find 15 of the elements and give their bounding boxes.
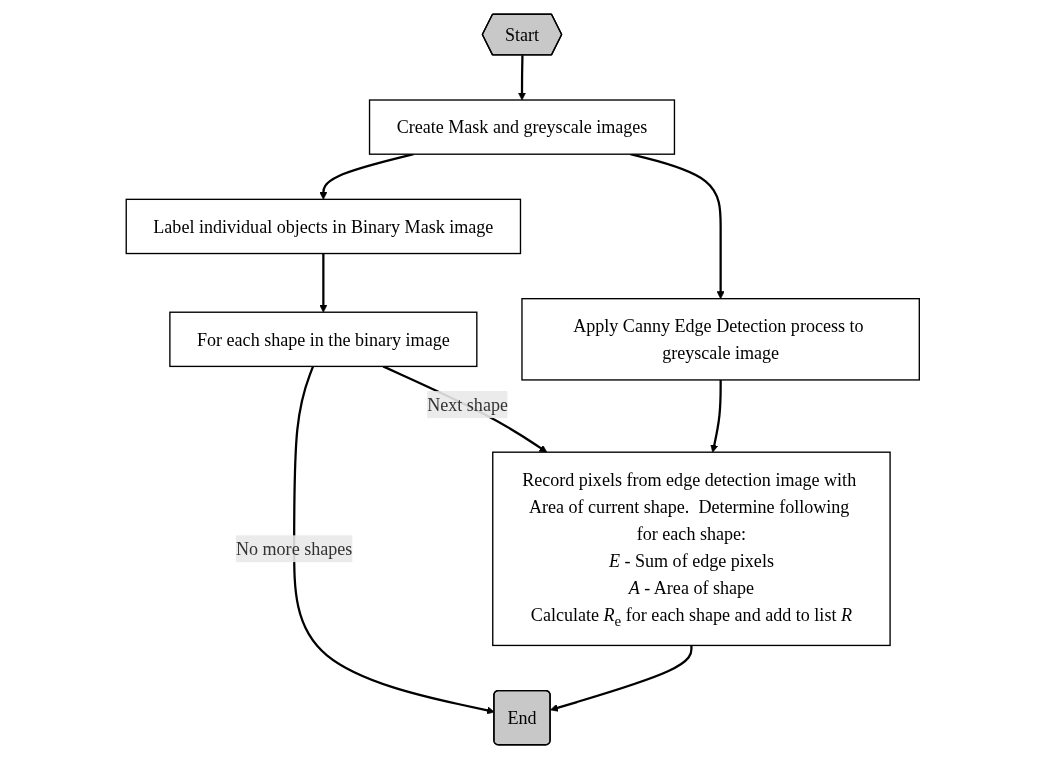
edge-label: No more shapes [236, 538, 353, 559]
arrow [550, 644, 693, 712]
node-box: For each shape in the binary image [169, 311, 478, 367]
arrow [319, 253, 328, 313]
node-box: Create Mask and greyscale images [369, 98, 676, 155]
arrow [710, 379, 722, 453]
arrow [319, 152, 415, 200]
edge-label: Next shape [427, 394, 509, 415]
arrow [382, 364, 548, 453]
node-box: Record pixels from edge detection image with Area of current shape. Determine following for each shape: E - Sum of edge pixels A - Area of shape Calculate R$_{e}$ for each shape and add to list R [492, 451, 891, 646]
node-box: Apply Canny Edge Detection process to greyscale image [521, 297, 921, 381]
arrow [518, 54, 527, 100]
arrow [293, 365, 495, 714]
arrow [630, 152, 725, 299]
node-box: Label individual objects in Binary Mask image [125, 198, 522, 254]
